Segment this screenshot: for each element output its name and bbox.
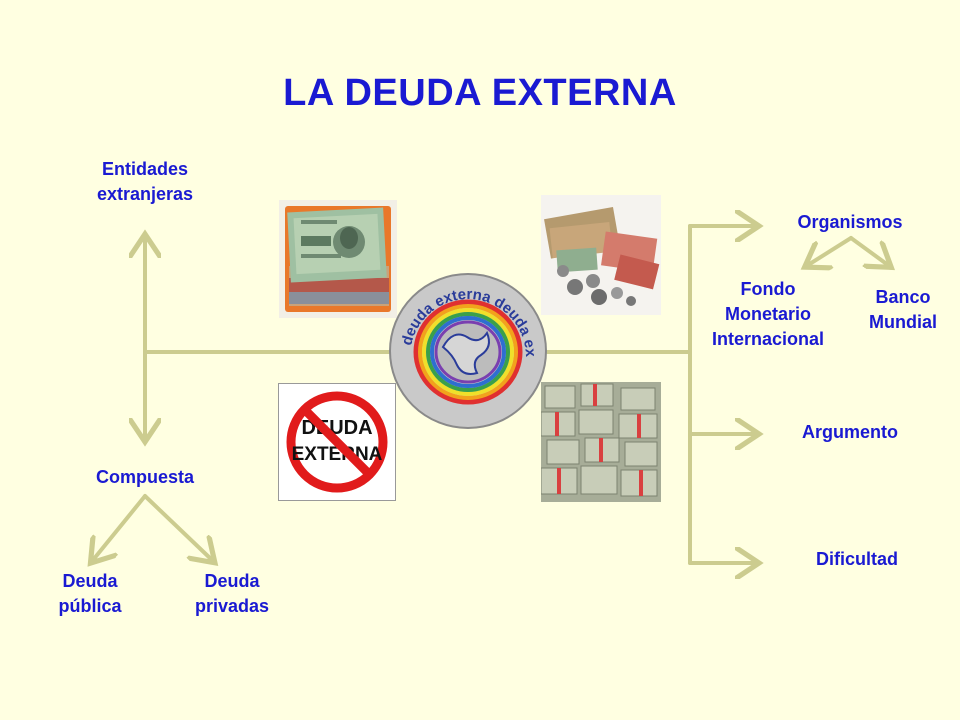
label-compuesta: Compuesta [95,467,194,487]
label-organismos: Organismos [797,212,903,232]
label-fondo-monetario-internacional: Fondo Monetario Internacional [711,279,825,349]
compuesta-right-arrow [143,494,212,560]
compuesta-left-arrow [93,494,147,560]
money-stacks-image [541,382,661,502]
no-debt-sign-image: DEUDA EXTERNA [278,383,396,501]
organismos-right-arrow [849,236,888,265]
label-entidades-extranjeras: Entidades extranjeras [96,159,194,204]
banknotes-image [279,200,397,318]
label-argumento: Argumento [802,422,898,442]
page-title: LA DEUDA EXTERNA [283,72,677,114]
label-deuda-privadas: Deuda privadas [194,571,270,616]
label-dificultad: Dificultad [815,549,898,569]
label-banco-mundial: Banco Mundial [869,287,937,332]
deuda-externa-logo: deuda externa deuda externa [388,272,548,430]
coins-money-image [541,195,661,315]
organismos-left-arrow [808,236,853,265]
label-deuda-publica: Deuda pública [58,571,122,616]
